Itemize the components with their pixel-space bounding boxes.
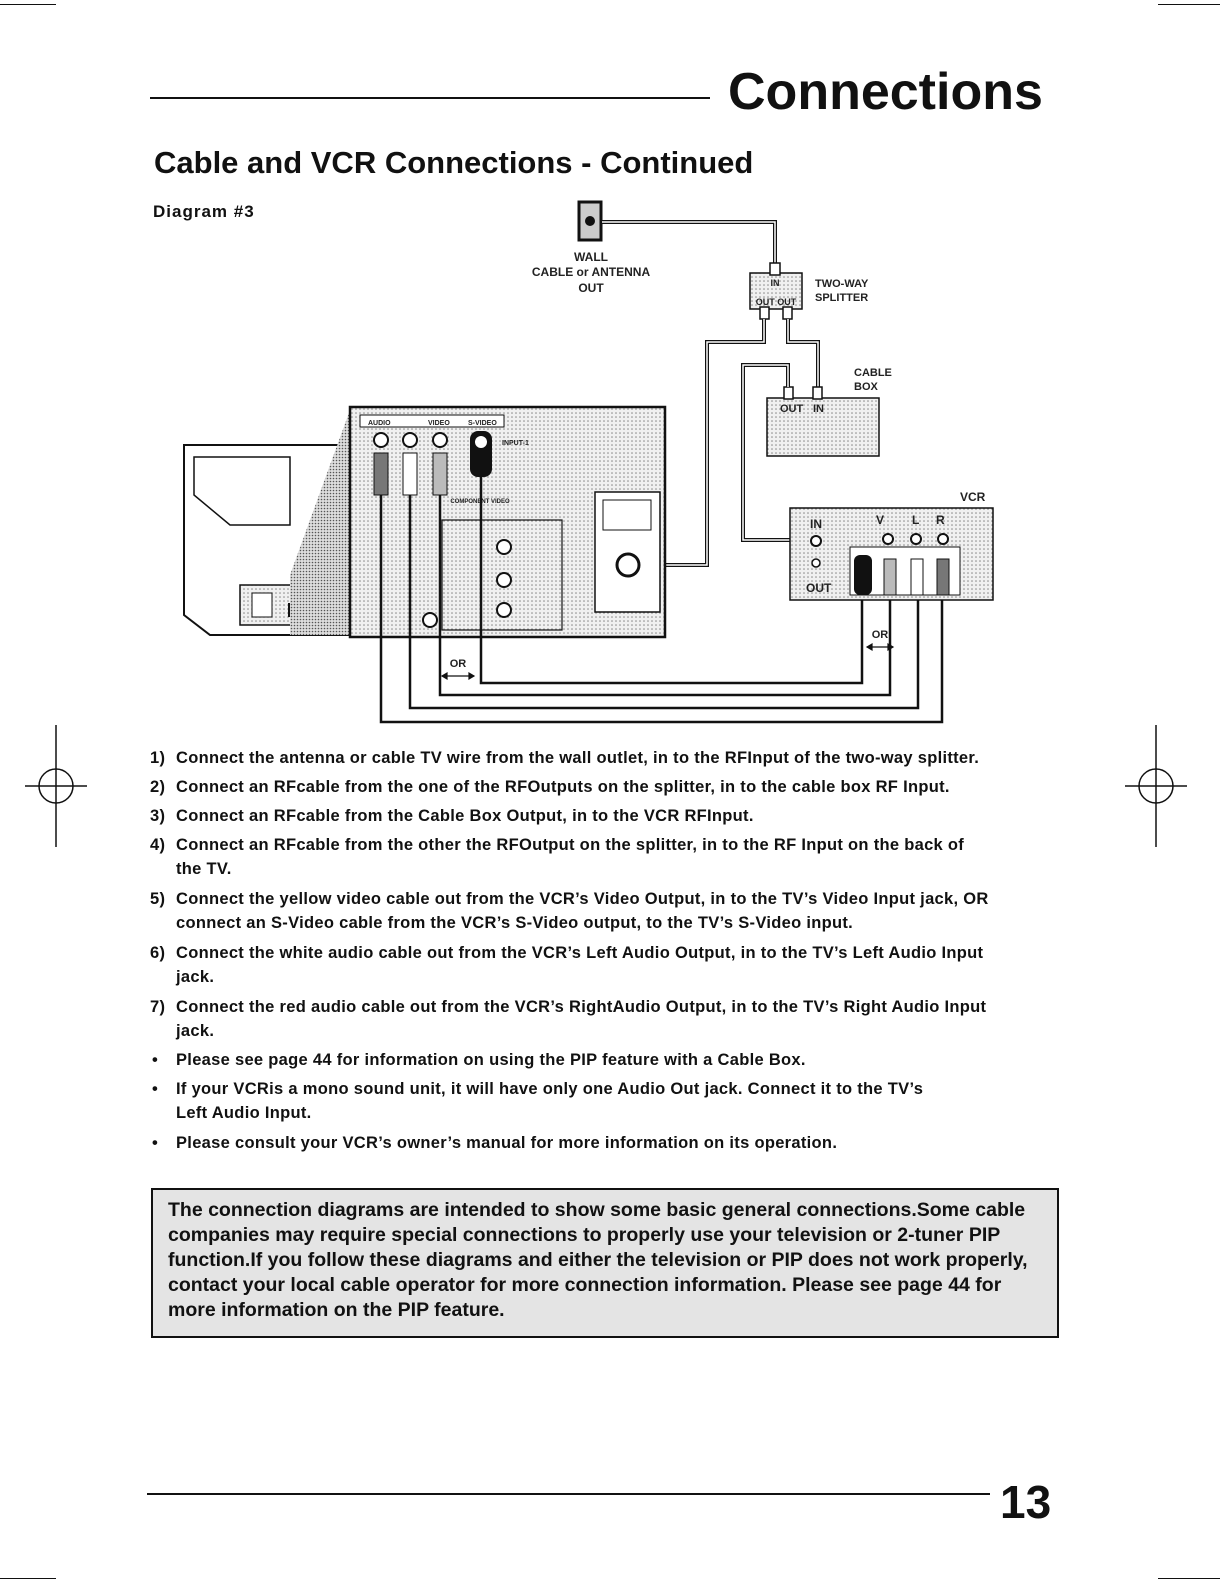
step-text: Connect the yellow video cable out from … xyxy=(176,890,989,908)
wall-label-3: OUT xyxy=(578,281,604,295)
step-number: 4) xyxy=(150,836,166,854)
bullet-dot: • xyxy=(152,1080,159,1098)
step-continuation: connect an S-Video cable from the VCR’s … xyxy=(176,914,854,932)
wall-label-2: CABLE or ANTENNA xyxy=(532,265,651,279)
step-text: Connect the white audio cable out from t… xyxy=(176,944,984,962)
splitter-in-label: IN xyxy=(771,278,780,288)
wall-outlet xyxy=(577,200,603,242)
footer-rule xyxy=(147,1493,990,1495)
bullet-text: Please see page 44 for information on us… xyxy=(176,1051,806,1069)
or-right-label: OR xyxy=(872,629,889,641)
step-number: 7) xyxy=(150,998,166,1016)
page-subtitle: Cable and VCR Connections - Continued xyxy=(154,145,754,180)
tv-input1-label: INPUT-1 xyxy=(502,440,529,447)
crop-mark-top-right xyxy=(1158,4,1220,5)
cable-splitter-to-cablebox xyxy=(786,319,820,388)
step-number: 5) xyxy=(150,890,166,908)
step-7: 7) Connect the red audio cable out from t… xyxy=(150,995,1070,1043)
step-text: Connect the red audio cable out from the… xyxy=(176,998,987,1016)
wall-label-1: WALL xyxy=(574,250,608,264)
notice-box: The connection diagrams are intended to … xyxy=(151,1188,1059,1338)
diagram-label: Diagram #3 xyxy=(153,202,255,221)
or-right-arrow xyxy=(865,642,895,652)
tv-video-label: VIDEO xyxy=(428,420,450,427)
step-3: 3) Connect an RFcable from the Cable Box … xyxy=(150,804,1070,828)
step-number: 2) xyxy=(150,778,166,796)
header-rule xyxy=(150,97,710,99)
note-bullet-1: • Please see page 44 for information on u… xyxy=(150,1048,1070,1072)
cablebox-out-label: OUT xyxy=(780,403,804,415)
step-continuation: jack. xyxy=(176,1022,215,1040)
cablebox-in-label: IN xyxy=(813,403,824,415)
bullet-dot: • xyxy=(152,1134,159,1152)
step-5: 5) Connect the yellow video cable out fro… xyxy=(150,887,1070,935)
step-number: 3) xyxy=(150,807,166,825)
or-left-label: OR xyxy=(450,658,467,670)
crop-mark-bottom-right xyxy=(1158,1578,1220,1579)
splitter-label-2: SPLITTER xyxy=(815,292,868,304)
vcr-in-label: IN xyxy=(810,517,822,531)
tv-svideo-label: S-VIDEO xyxy=(468,420,497,427)
bullet-dot: • xyxy=(152,1051,159,1069)
tv-back-panel xyxy=(348,405,667,639)
step-number: 6) xyxy=(150,944,166,962)
step-text: Connect an RFcable from the other the RF… xyxy=(176,836,965,854)
splitter-out-label: OUT OUT xyxy=(756,297,797,307)
note-bullet-2: • If your VCRis a mono sound unit, it wil… xyxy=(150,1077,1070,1125)
tv-audio-label: AUDIO xyxy=(368,420,391,427)
bullet-text: Please consult your VCR’s owner’s manual… xyxy=(176,1134,838,1152)
vcr-label: VCR xyxy=(960,490,986,504)
section-title: Connections xyxy=(728,63,1043,121)
step-6: 6) Connect the white audio cable out from… xyxy=(150,941,1070,989)
tv-set xyxy=(183,410,361,636)
vcr-out-label: OUT xyxy=(806,581,832,595)
two-way-splitter xyxy=(749,262,803,320)
step-text: Connect an RFcable from the Cable Box Ou… xyxy=(176,807,754,825)
step-1: 1) Connect the antenna or cable TV wire f… xyxy=(150,746,1070,770)
splitter-label-1: TWO-WAY xyxy=(815,278,869,290)
cablebox-label-2: BOX xyxy=(854,381,879,393)
step-text: Connect the antenna or cable TV wire fro… xyxy=(176,749,980,767)
cablebox-label-1: CABLE xyxy=(854,367,892,379)
note-bullet-3: • Please consult your VCR’s owner’s manua… xyxy=(150,1131,1070,1155)
tv-input-plugs xyxy=(373,431,492,496)
step-number: 1) xyxy=(150,749,166,767)
bullet-text: If your VCRis a mono sound unit, it will… xyxy=(176,1080,924,1098)
registration-mark-right xyxy=(1125,725,1187,847)
vcr-l-label: L xyxy=(912,513,919,527)
cable-wall-to-splitter xyxy=(602,220,777,263)
step-continuation: jack. xyxy=(176,968,215,986)
vcr-v-label: V xyxy=(876,513,884,527)
step-continuation: the TV. xyxy=(176,860,232,878)
step-4: 4) Connect an RFcable from the other the … xyxy=(150,833,1070,881)
step-2: 2) Connect an RFcable from the one of the… xyxy=(150,775,1070,799)
crop-mark-bottom-left xyxy=(0,1578,56,1579)
page-number: 13 xyxy=(1000,1476,1052,1528)
registration-mark-left xyxy=(25,725,87,847)
vcr-r-label: R xyxy=(936,513,945,527)
bullet-continuation: Left Audio Input. xyxy=(176,1104,312,1122)
step-text: Connect an RFcable from the one of the R… xyxy=(176,778,950,796)
connection-diagram: WALL CABLE or ANTENNA OUT IN OUT OUT TWO… xyxy=(183,200,994,724)
cable-box xyxy=(766,386,880,457)
crop-mark-top-left xyxy=(0,4,56,5)
vcr-panel xyxy=(789,507,994,601)
or-left-arrow xyxy=(440,671,476,681)
